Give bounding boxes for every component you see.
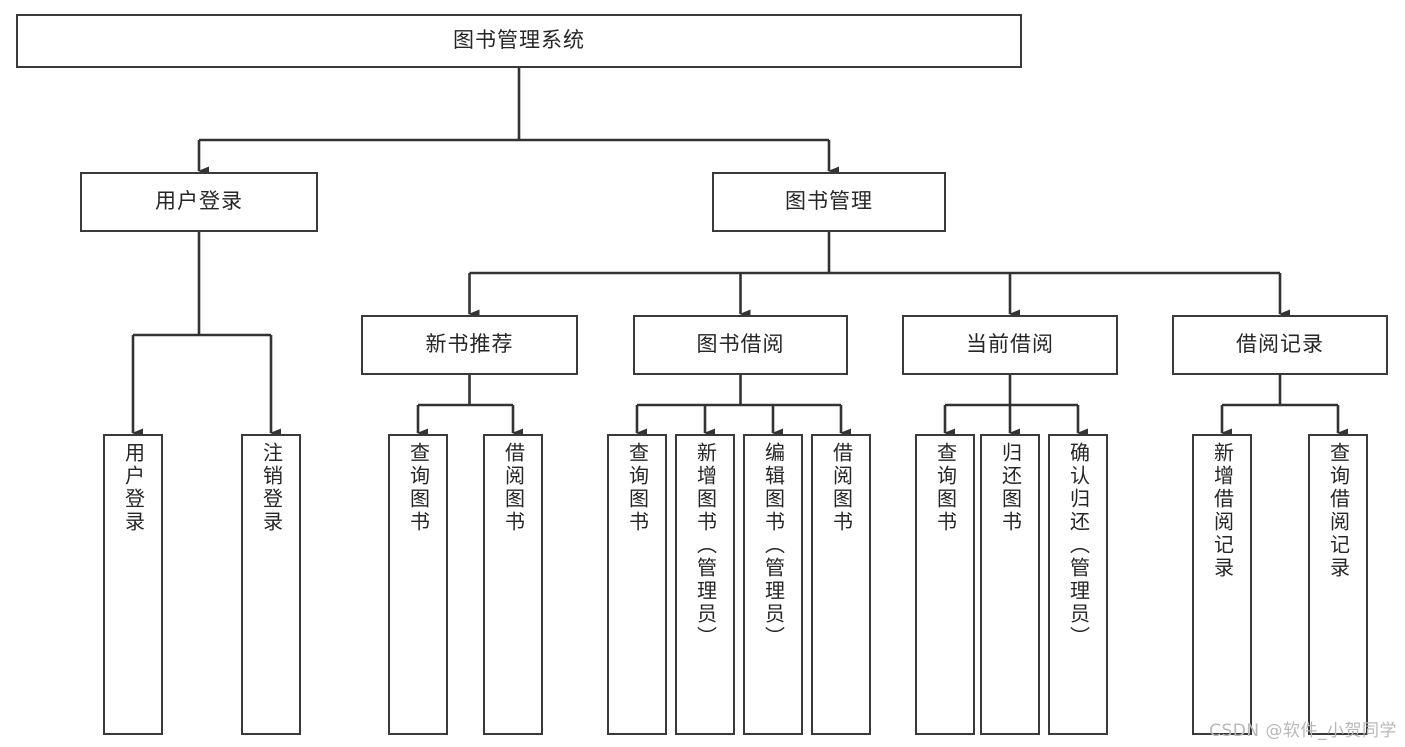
leaf-borrow-book[interactable]: 借阅图书 bbox=[811, 434, 871, 735]
leaf-logout-label: 注销登录 bbox=[259, 442, 284, 534]
leaf-add-borrow-record-label: 新增借阅记录 bbox=[1210, 442, 1235, 580]
leaf-logout[interactable]: 注销登录 bbox=[241, 434, 301, 735]
node-book-management-label: 图书管理 bbox=[785, 189, 873, 214]
leaf-query-book-current-label: 查询图书 bbox=[933, 442, 958, 534]
leaf-confirm-return-admin-label: 确认归还（管理员） bbox=[1066, 442, 1091, 649]
leaf-return-book[interactable]: 归还图书 bbox=[980, 434, 1040, 735]
node-current-borrow-label: 当前借阅 bbox=[966, 332, 1054, 357]
node-book-borrow-label: 图书借阅 bbox=[696, 332, 785, 357]
leaf-query-book-current[interactable]: 查询图书 bbox=[915, 434, 975, 735]
leaf-return-book-label: 归还图书 bbox=[998, 442, 1023, 534]
node-root[interactable]: 图书管理系统 bbox=[16, 14, 1022, 68]
node-book-management[interactable]: 图书管理 bbox=[712, 172, 946, 232]
leaf-edit-book-admin[interactable]: 编辑图书（管理员） bbox=[743, 434, 803, 735]
leaf-borrow-book-rec-label: 借阅图书 bbox=[501, 442, 526, 534]
leaf-user-login-label: 用户登录 bbox=[121, 442, 146, 534]
leaf-borrow-book-label: 借阅图书 bbox=[829, 442, 854, 534]
leaf-borrow-book-rec[interactable]: 借阅图书 bbox=[483, 434, 543, 735]
node-borrow-record-label: 借阅记录 bbox=[1236, 332, 1324, 357]
leaf-query-book-rec[interactable]: 查询图书 bbox=[388, 434, 448, 735]
leaf-query-borrow-record-label: 查询借阅记录 bbox=[1326, 442, 1351, 580]
leaf-edit-book-admin-label: 编辑图书（管理员） bbox=[761, 442, 786, 649]
leaf-query-book-borrow[interactable]: 查询图书 bbox=[607, 434, 667, 735]
node-current-borrow[interactable]: 当前借阅 bbox=[902, 315, 1118, 375]
leaf-add-borrow-record[interactable]: 新增借阅记录 bbox=[1192, 434, 1252, 735]
node-borrow-record[interactable]: 借阅记录 bbox=[1172, 315, 1388, 375]
node-new-book-recommend[interactable]: 新书推荐 bbox=[361, 315, 578, 375]
leaf-add-book-admin-label: 新增图书（管理员） bbox=[693, 442, 718, 649]
leaf-add-book-admin[interactable]: 新增图书（管理员） bbox=[675, 434, 735, 735]
node-new-book-recommend-label: 新书推荐 bbox=[425, 332, 514, 357]
leaf-query-book-borrow-label: 查询图书 bbox=[625, 442, 650, 534]
leaf-user-login[interactable]: 用户登录 bbox=[103, 434, 163, 735]
leaf-query-book-rec-label: 查询图书 bbox=[406, 442, 431, 534]
node-book-borrow[interactable]: 图书借阅 bbox=[633, 315, 848, 375]
leaf-confirm-return-admin[interactable]: 确认归还（管理员） bbox=[1048, 434, 1108, 735]
node-user-login[interactable]: 用户登录 bbox=[80, 172, 318, 232]
node-root-label: 图书管理系统 bbox=[453, 28, 585, 53]
node-user-login-label: 用户登录 bbox=[155, 189, 243, 214]
leaf-query-borrow-record[interactable]: 查询借阅记录 bbox=[1308, 434, 1368, 735]
